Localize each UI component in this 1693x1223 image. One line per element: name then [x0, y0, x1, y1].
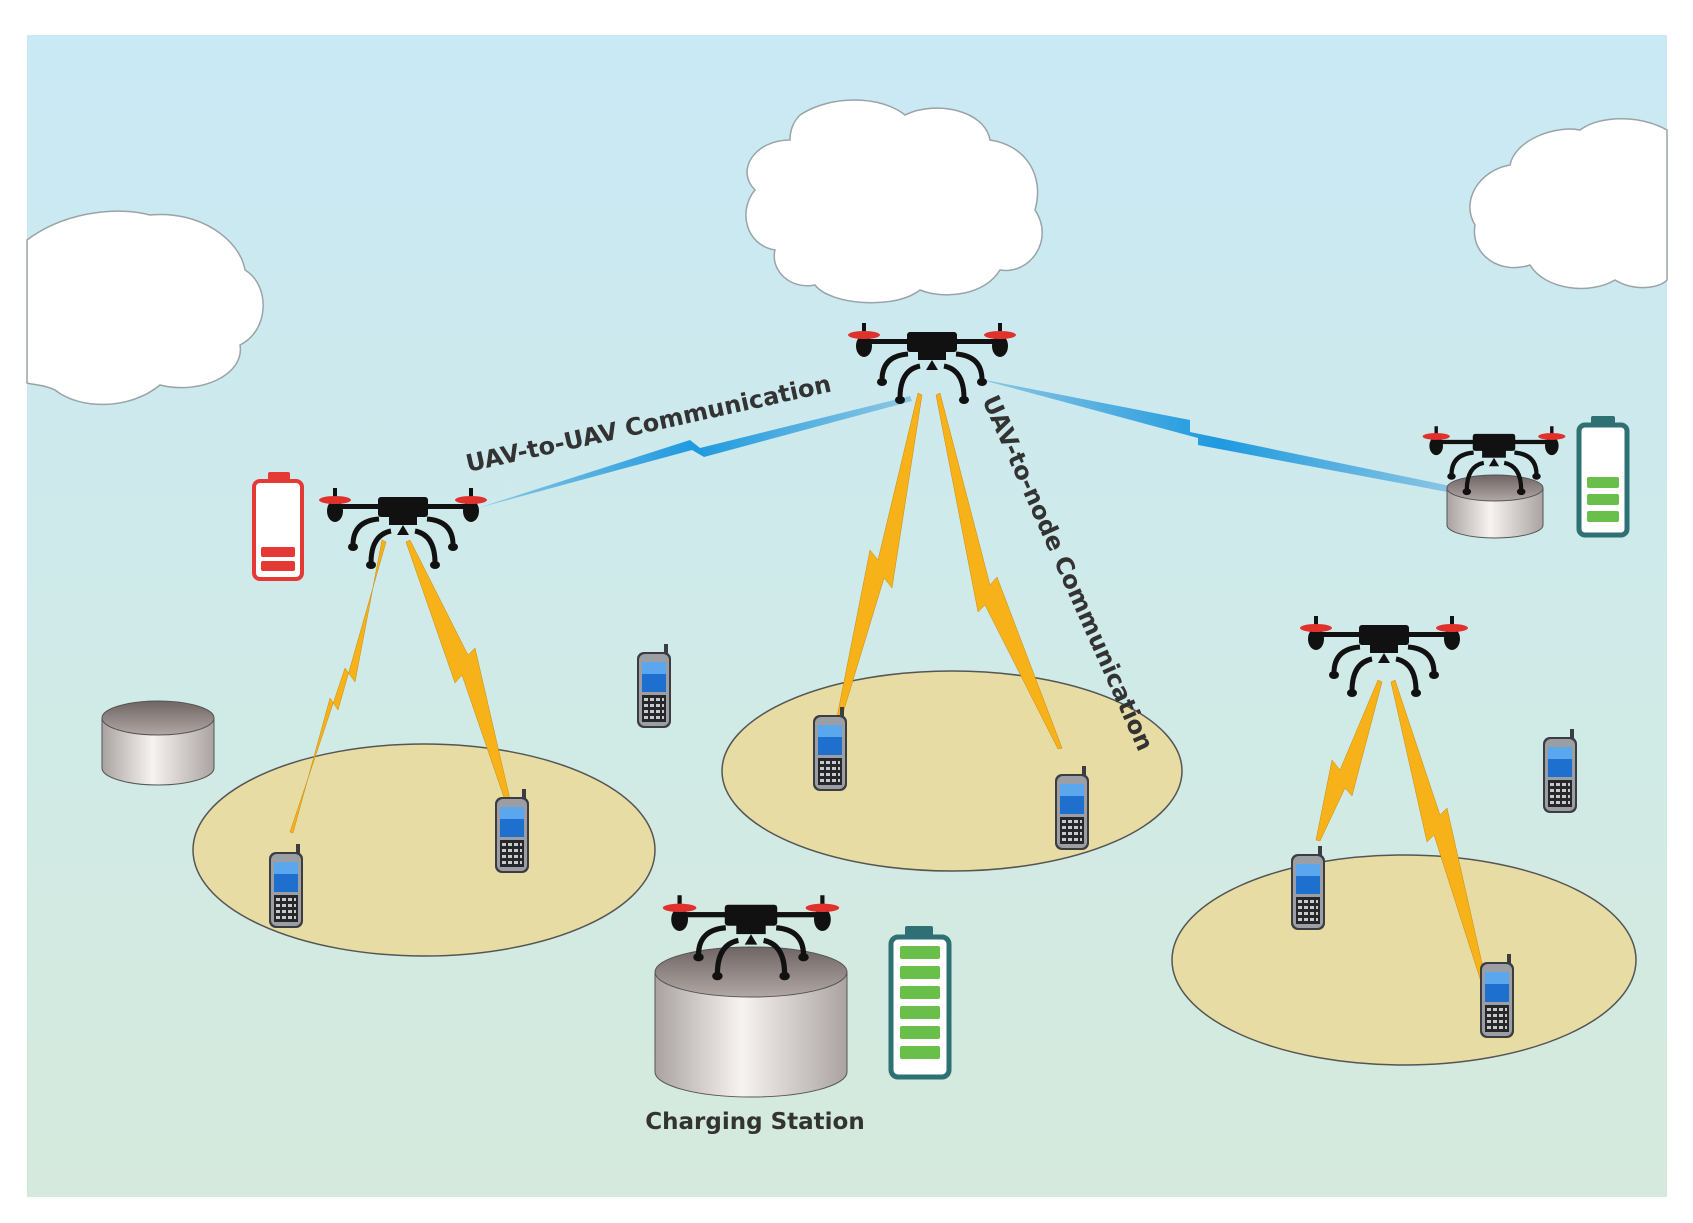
smartphone-icon — [1055, 766, 1089, 850]
smartphone-icon — [269, 844, 303, 928]
uav-to-uav-link — [975, 378, 1460, 494]
charging-station-pad — [654, 946, 848, 1098]
charging-pad-icon — [1446, 474, 1544, 539]
coverage-area — [192, 743, 656, 957]
cloud-icon — [745, 99, 1043, 304]
coverage-area — [1171, 854, 1637, 1066]
battery-icon-low — [252, 472, 304, 581]
charging-station-label: Charging Station — [645, 1109, 864, 1135]
smartphone-icon — [1543, 729, 1577, 813]
smartphone-icon — [813, 707, 847, 791]
smartphone-icon — [1480, 954, 1514, 1038]
charging-pad-icon — [101, 700, 215, 786]
uav-to-uav-link — [478, 396, 912, 508]
smartphone-icon — [495, 789, 529, 873]
smartphone-icon — [637, 644, 671, 728]
smartphone-icon — [1291, 846, 1325, 930]
cloud-icon — [26, 210, 264, 406]
uav-to-node-link — [289, 392, 1489, 992]
battery-icon-medium — [1576, 416, 1630, 538]
cloud-icon — [1469, 118, 1668, 290]
battery-icon-full — [888, 926, 952, 1080]
